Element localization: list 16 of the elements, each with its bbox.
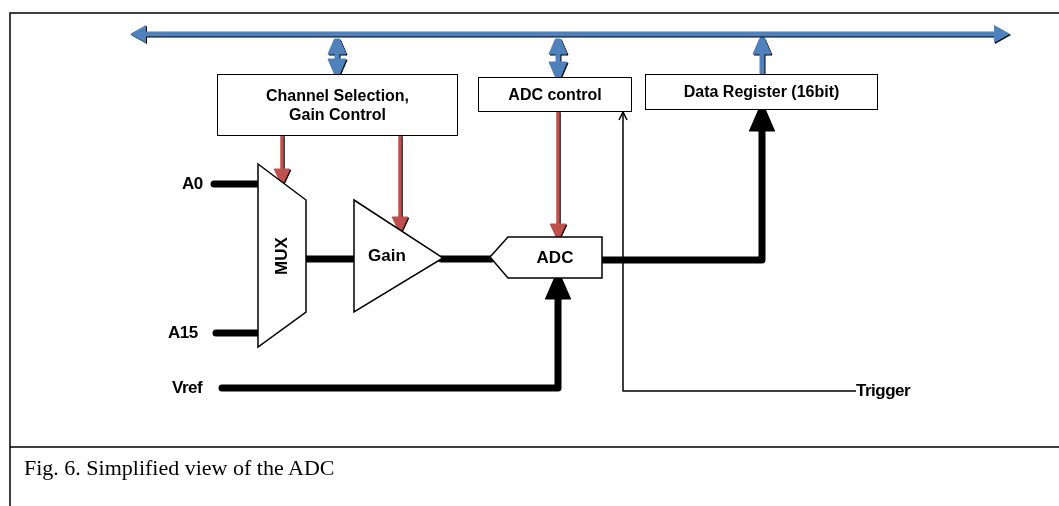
- converter-block: [490, 237, 602, 278]
- control-block: Data Register (16bit): [645, 74, 878, 110]
- block-label: ADC: [536, 247, 574, 268]
- block-label: MUX: [272, 236, 292, 275]
- signal-label: Trigger: [856, 380, 940, 402]
- signal-label: A15: [168, 322, 216, 344]
- control-block: ADC control: [478, 77, 632, 112]
- multiplexer-trapezoid: [258, 164, 306, 347]
- signal-arrow: [618, 111, 857, 392]
- block-label: Gain: [368, 246, 406, 266]
- amplifier-triangle: [354, 200, 443, 312]
- signal-label: A0: [182, 173, 214, 195]
- figure-caption: Fig. 6. Simplified view of the ADC: [24, 455, 335, 481]
- control-block: Channel Selection, Gain Control: [217, 74, 458, 136]
- signal-label: Vref: [172, 377, 222, 399]
- system-bus: [130, 24, 1010, 44]
